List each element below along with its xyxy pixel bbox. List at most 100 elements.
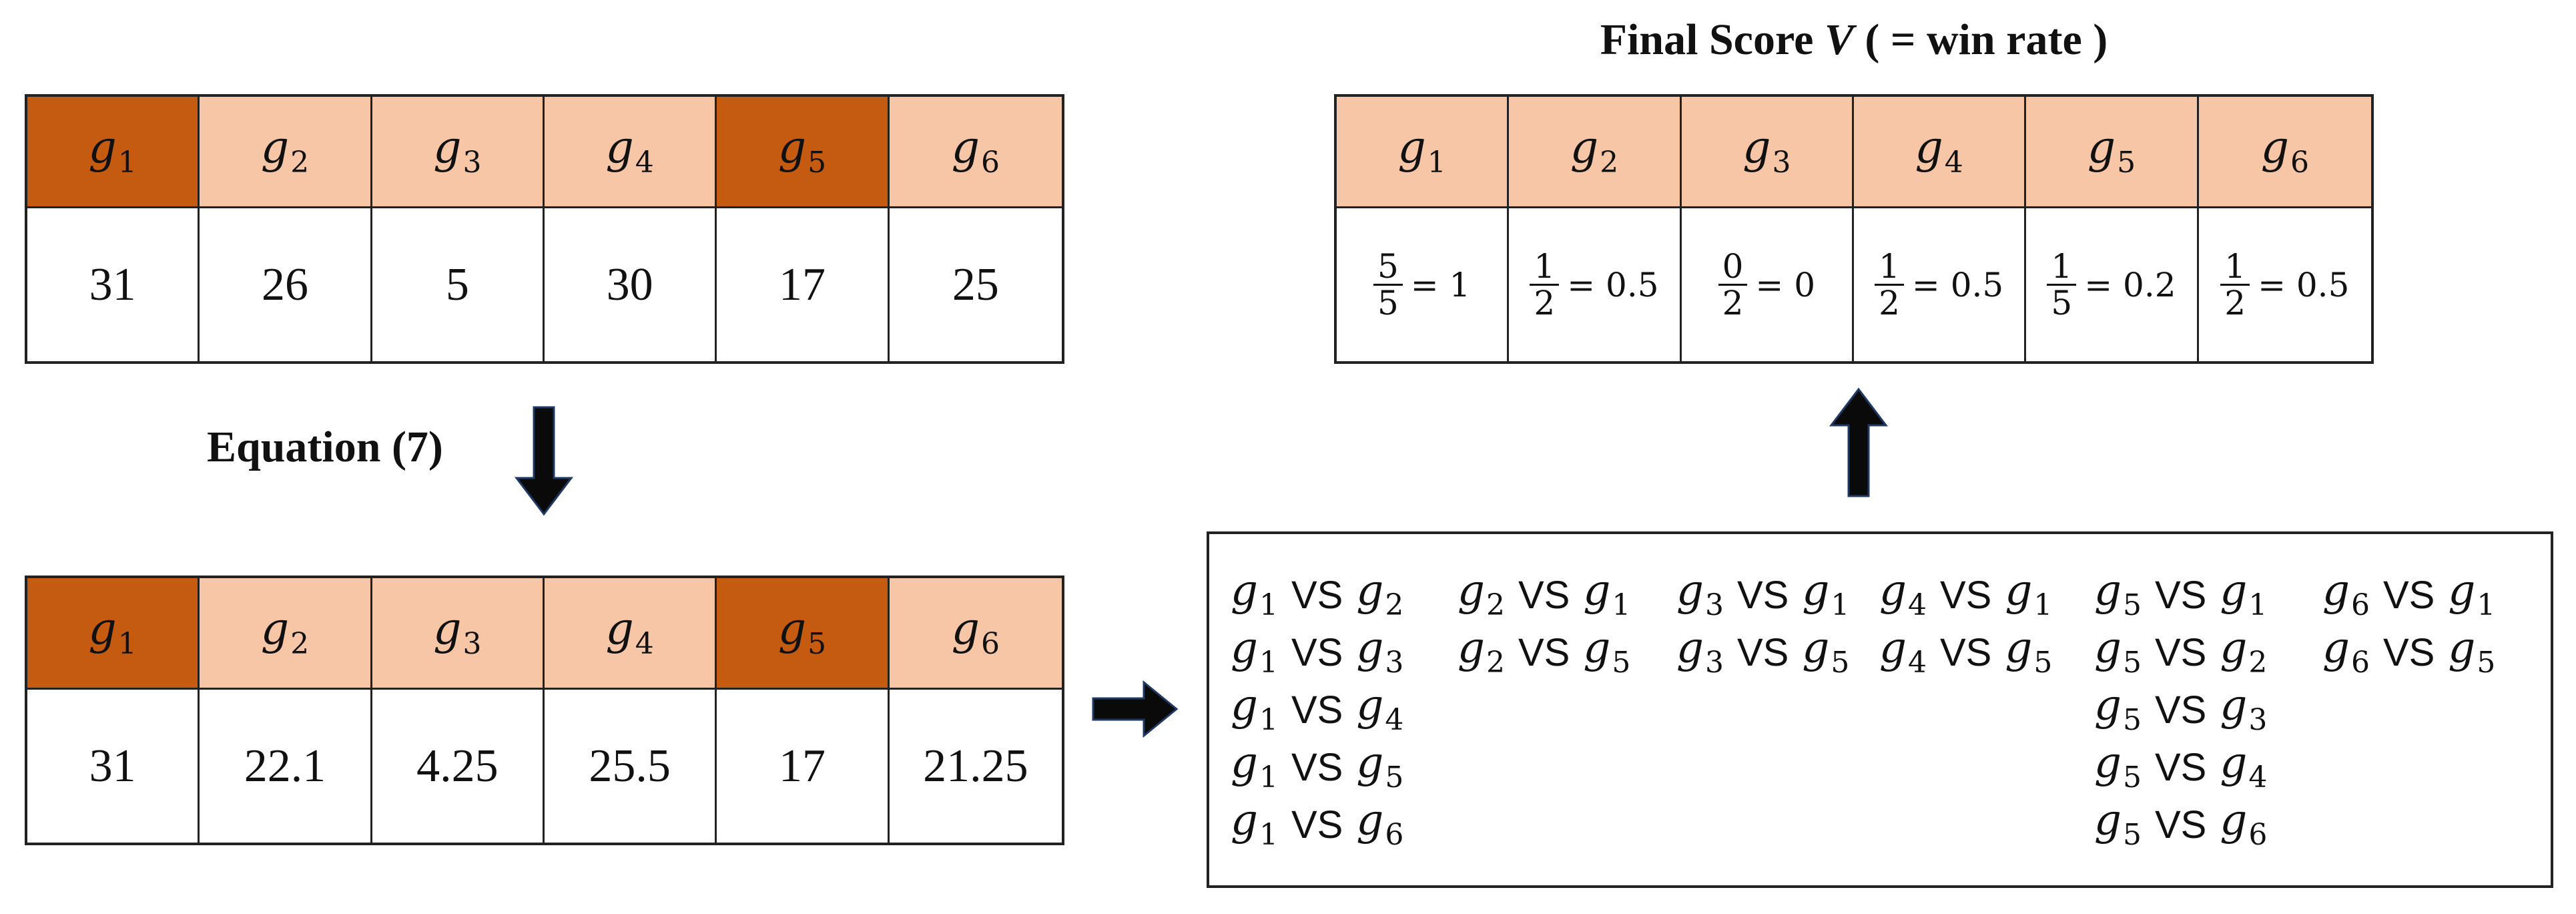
gene-label: g2: [1458, 627, 1505, 678]
header-cell: g3: [372, 97, 545, 208]
gene-label: g4: [1879, 569, 1927, 620]
gene-label: g4: [606, 125, 654, 180]
gene-symbol: g: [1356, 623, 1384, 673]
cell-value: 30: [606, 258, 653, 310]
gene-index: 4: [1907, 588, 1927, 623]
gene-label: g2: [1458, 569, 1505, 620]
header-cell: g1: [27, 97, 200, 208]
gene-index: 4: [635, 146, 654, 180]
gene-symbol: g: [605, 602, 634, 654]
gene-index: 5: [2122, 646, 2142, 680]
gene-label: g1: [2448, 569, 2495, 620]
gene-index: 1: [117, 627, 137, 662]
gene-label: g1: [2220, 569, 2267, 620]
value-cell: 31: [27, 690, 200, 843]
gene-index: 2: [290, 627, 310, 662]
gene-symbol: g: [1231, 738, 1258, 788]
gene-index: 5: [2122, 703, 2142, 738]
gene-label: g3: [1356, 627, 1403, 678]
cell-value: 25.5: [589, 740, 671, 792]
gene-label: g5: [1356, 742, 1403, 792]
gene-index: 1: [1259, 818, 1278, 853]
gene-label: g1: [89, 606, 137, 662]
vs-label: VS: [1736, 573, 1789, 617]
gene-label: g5: [2094, 569, 2142, 620]
score-title-variable: V: [1824, 15, 1854, 64]
gene-label: g2: [261, 606, 310, 662]
gene-index: 3: [1704, 646, 1724, 680]
vs-label: VS: [1291, 803, 1343, 847]
gene-label: g2: [2220, 627, 2267, 678]
gene-index: 4: [2248, 760, 2268, 795]
gene-index: 3: [1385, 646, 1404, 680]
gene-index: 5: [808, 627, 827, 662]
gene-symbol: g: [1397, 121, 1426, 173]
vs-label: VS: [2382, 630, 2435, 674]
gene-symbol: g: [2220, 623, 2248, 673]
gene-label: g3: [433, 606, 481, 659]
gene-symbol: g: [1676, 565, 1704, 616]
gene-label: g5: [1802, 627, 1849, 678]
gene-symbol: g: [1356, 795, 1384, 845]
vs-label: VS: [1939, 573, 1992, 617]
gene-index: 1: [2248, 588, 2268, 623]
gene-index: 5: [808, 146, 827, 180]
gene-symbol: g: [951, 602, 980, 654]
gene-symbol: g: [1356, 738, 1384, 788]
score-title-prefix: Final Score: [1600, 15, 1825, 64]
gene-label: g4: [1879, 627, 1927, 678]
fraction-denominator: 5: [2047, 284, 2077, 321]
gene-index: 1: [1612, 588, 1631, 623]
gene-index: 5: [1612, 646, 1631, 680]
gene-symbol: g: [2220, 795, 2248, 845]
fraction-denominator: 2: [1530, 284, 1560, 321]
gene-index: 5: [2033, 646, 2053, 680]
fraction-numerator: 0: [1722, 246, 1744, 286]
fraction-numerator: 1: [1534, 246, 1556, 286]
gene-symbol: g: [2260, 121, 2289, 173]
gene-label: g5: [2094, 627, 2142, 678]
arrow-down-icon: [514, 406, 574, 516]
gene-symbol: g: [1583, 623, 1611, 673]
header-cell: g3: [372, 578, 545, 690]
vs-label: VS: [1939, 630, 1992, 674]
header-cell: g1: [1337, 97, 1510, 208]
header-cell: g2: [1509, 97, 1682, 208]
value-cell: 22.1: [200, 690, 372, 843]
fraction-denominator: 2: [1875, 284, 1904, 321]
gene-label: g3: [433, 125, 481, 178]
gene-symbol: g: [1915, 121, 1943, 173]
fraction-denominator: 5: [1373, 284, 1403, 321]
value-cell: 21.25: [890, 690, 1062, 843]
gene-index: 5: [2477, 646, 2496, 680]
gene-label: g3: [1676, 627, 1724, 678]
gene-symbol: g: [433, 121, 462, 173]
gene-index: 2: [1385, 588, 1404, 623]
gene-symbol: g: [88, 121, 117, 173]
gene-symbol: g: [1879, 623, 1907, 673]
gene-symbol: g: [951, 121, 980, 173]
gene-label: g5: [778, 606, 827, 662]
gene-symbol: g: [2220, 565, 2248, 616]
gene-symbol: g: [1879, 565, 1907, 616]
value-cell: 25.5: [545, 690, 717, 843]
gene-label: g2: [1356, 569, 1403, 620]
gene-index: 3: [1704, 588, 1724, 623]
